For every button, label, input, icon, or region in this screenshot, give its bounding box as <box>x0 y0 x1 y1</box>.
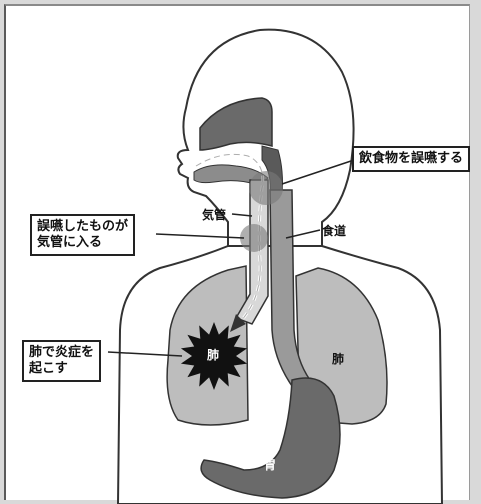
callout-aspirate-text: 飲食物を誤嚥する <box>359 151 463 166</box>
aspiration-site-marker <box>249 171 283 205</box>
label-stomach: 胃 <box>264 456 276 473</box>
callout-into-trachea-line2: 気管に入る <box>37 235 128 251</box>
callout-pneumonia-line1: 肺で炎症を <box>29 345 94 361</box>
callout-pneumonia: 肺で炎症を 起こす <box>22 340 101 382</box>
label-lung-left: 肺 <box>207 346 219 363</box>
trachea-entry-marker <box>240 224 268 252</box>
label-esophagus: 食道 <box>322 222 346 239</box>
label-lung-right: 肺 <box>332 350 344 367</box>
callout-into-trachea: 誤嚥したものが 気管に入る <box>30 214 135 256</box>
callout-pneumonia-line2: 起こす <box>29 361 94 377</box>
callout-into-trachea-line1: 誤嚥したものが <box>37 219 128 235</box>
label-trachea: 気管 <box>202 206 226 223</box>
callout-aspirate: 飲食物を誤嚥する <box>352 146 470 172</box>
